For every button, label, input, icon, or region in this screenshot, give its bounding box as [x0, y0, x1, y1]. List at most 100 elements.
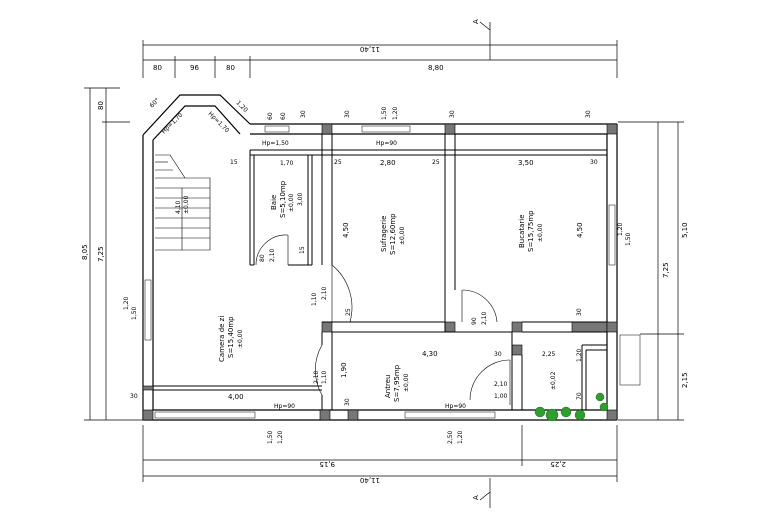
- top-dim-2: 96: [190, 64, 199, 72]
- section-marker-top-label: A: [472, 19, 480, 24]
- room-baie-level: ±0,00: [288, 193, 295, 212]
- d-suf-1: 90: [471, 317, 478, 325]
- w-left-1: 1,20: [123, 296, 130, 310]
- right-dimension-chain: 7,25 5,10 2,15: [618, 121, 689, 421]
- room-baie-dims: 3,00: [297, 192, 304, 206]
- staircase: 4,10 ±0,00: [155, 154, 211, 251]
- left-inner-dim: 7,25: [97, 246, 105, 262]
- hp-bottom-1: Hp=90: [274, 403, 295, 410]
- room-bucatarie-area: S=15,75mp: [527, 210, 535, 252]
- left-dimension-chain: 8,05 7,25 80: [81, 87, 150, 421]
- doors: [255, 234, 511, 405]
- room-sufragerie-area: S=12,60mp: [389, 213, 397, 255]
- right-dim-1: 5,10: [681, 222, 689, 238]
- d-suf-2: 2,10: [481, 311, 488, 325]
- wall-thickness-labels: 15 25 25 30 30 30 30 30 30 30 30 30 15 2…: [130, 110, 598, 406]
- room-baie-name: Baie: [270, 195, 278, 210]
- wall-t30f: 30: [130, 393, 138, 400]
- w-kitchen-1: 1,20: [617, 222, 624, 236]
- wall-t30c: 30: [344, 110, 351, 118]
- wall-t25c: 25: [345, 308, 352, 316]
- d-baie-1: 80: [259, 254, 266, 262]
- w-top-1: 1,50: [381, 106, 388, 120]
- wall-t15: 15: [230, 159, 238, 166]
- left-top-dim: 80: [97, 101, 105, 110]
- d-antreu-2: 1,10: [321, 370, 328, 384]
- room-bucatarie-name: Bucatarie: [518, 214, 526, 248]
- windows: [144, 125, 641, 419]
- room-camera-de-zi: Camera de zi S=15,40mp ±0,00 4,00: [218, 316, 244, 401]
- room-antreu-level: ±0,00: [403, 373, 410, 392]
- section-marker-bottom: A: [472, 478, 491, 508]
- room-camera-area: S=15,40mp: [227, 316, 235, 358]
- d-camera-1: 1,10: [311, 292, 318, 306]
- room-bucatarie: Bucatarie S=15,75mp ±0,00 3,50 4,50: [518, 159, 584, 252]
- w-top-1b: 1,20: [392, 106, 399, 120]
- stair-label-b: ±0,00: [183, 195, 190, 214]
- bay-angle-a: 60°: [148, 97, 160, 109]
- room-camera-name: Camera de zi: [218, 316, 226, 362]
- w-top-hp: Hp=90: [376, 140, 397, 147]
- terrace-level: ±0,02: [550, 371, 557, 390]
- d-antreu-1: 2,10: [313, 370, 320, 384]
- wall-t15b: 15: [299, 246, 306, 254]
- room-antreu-height: 1,90: [340, 362, 348, 378]
- w-left-2: 1,50: [131, 306, 138, 320]
- room-bucatarie-width: 3,50: [518, 159, 534, 167]
- wall-t30g: 30: [344, 398, 351, 406]
- top-dim-3: 80: [226, 64, 235, 72]
- wall-t120: 1,20: [576, 348, 583, 362]
- wall-t25a: 25: [334, 159, 342, 166]
- right-dim-2: 2,15: [681, 372, 689, 388]
- wall-t30b: 30: [300, 110, 307, 118]
- bottom-overall-dim: 11,40: [360, 476, 380, 484]
- w-bottom-2: 2,50: [447, 430, 454, 444]
- w-baie-hp: Hp=1,50: [262, 140, 289, 147]
- w-bottom-1: 1,50: [267, 430, 274, 444]
- room-bucatarie-height: 4,50: [576, 222, 584, 238]
- right-overall-dim: 7,25: [662, 262, 670, 278]
- outer-walls: [142, 94, 618, 421]
- plants: [534, 392, 609, 422]
- room-sufragerie-height: 4,50: [342, 222, 350, 238]
- wall-t30a: 30: [590, 159, 598, 166]
- bottom-dim-2: 2,25: [550, 460, 566, 468]
- room-antreu-area: S=7,95mp: [393, 364, 401, 402]
- wall-t70: 70: [576, 392, 583, 400]
- room-baie-area: S=5,10mp: [279, 180, 287, 218]
- w-kitchen-2: 1,50: [625, 232, 632, 246]
- top-dim-4: 8,80: [428, 64, 444, 72]
- stair-label-a: 4,10: [175, 200, 182, 214]
- wall-hatches: [142, 123, 618, 421]
- room-bucatarie-level: ±0,00: [537, 223, 544, 242]
- w-bottom-1b: 1,20: [277, 430, 284, 444]
- bay-labels: 60° 1,20 Hp=1,70 Hp=1,70 60 60: [148, 97, 287, 135]
- room-baie-width: 1,70: [280, 160, 294, 167]
- bay-window-a: Hp=1,70: [160, 111, 184, 135]
- room-antreu-width: 4,30: [422, 350, 438, 358]
- bottom-dimension-chain: 9,15 2,25 11,40: [142, 425, 618, 484]
- room-sufragerie: Sufragerie S=12,60mp ±0,00 2,80 4,50: [342, 159, 406, 255]
- wall-t30e: 30: [585, 110, 592, 118]
- bay-window-b: Hp=1,70: [207, 110, 231, 134]
- room-sufragerie-width: 2,80: [380, 159, 396, 167]
- opening-labels: 1,50 1,20 Hp=90 Hp=1,50 1,20 1,50 1,20 1…: [123, 106, 632, 444]
- bay-small-b: 60: [280, 112, 287, 120]
- w-bottom-2b: 1,20: [457, 430, 464, 444]
- top-dimension-chain: 11,40 80 96 80 8,80: [142, 40, 618, 78]
- section-marker-bottom-label: A: [472, 495, 480, 500]
- left-overall-dim: 8,05: [81, 244, 89, 260]
- interior-walls: [153, 134, 607, 410]
- room-antreu-name: Antreu: [384, 375, 392, 398]
- wall-t30h: 30: [576, 308, 583, 316]
- wall-t25b: 25: [432, 159, 440, 166]
- top-dim-1: 80: [153, 64, 162, 72]
- bay-small-a: 60: [267, 112, 274, 120]
- room-baie: Baie S=5,10mp ±0,00 3,00 1,70: [270, 160, 304, 218]
- d-baie-2: 2,10: [269, 248, 276, 262]
- hp-bottom-2: Hp=90: [445, 403, 466, 410]
- room-sufragerie-name: Sufragerie: [380, 216, 388, 252]
- wall-t225: 2,25: [542, 351, 556, 358]
- room-camera-level: ±0,00: [237, 329, 244, 348]
